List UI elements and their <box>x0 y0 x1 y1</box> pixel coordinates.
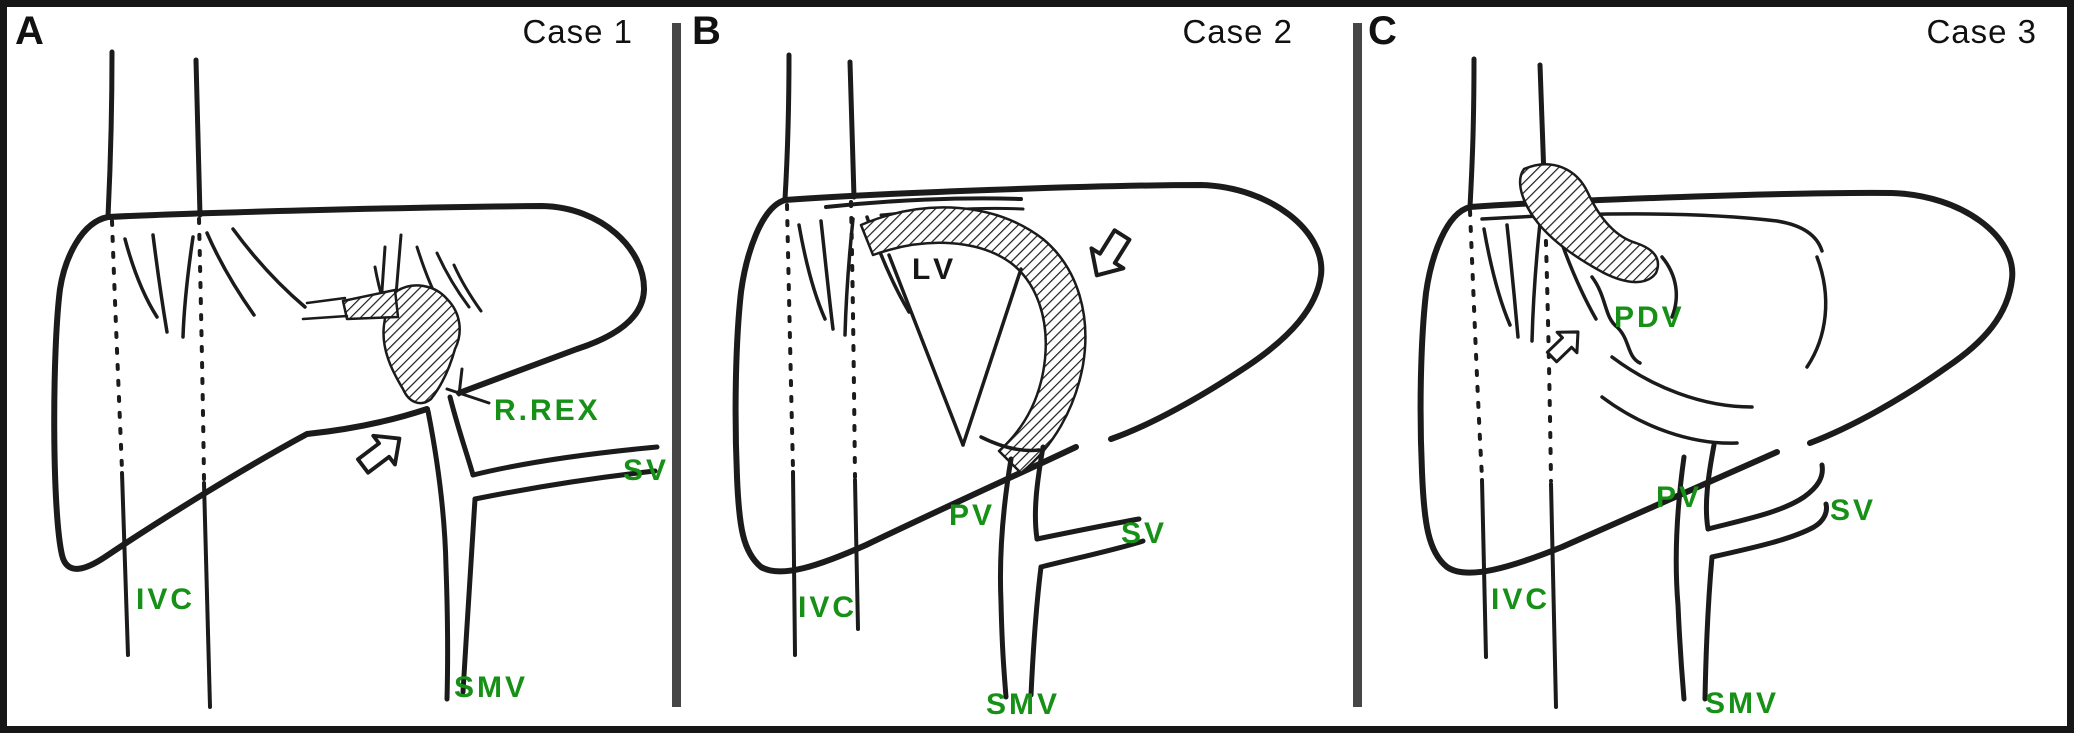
open-arrow-icon <box>1089 228 1132 278</box>
ivc-lines <box>785 200 860 657</box>
open-arrow-icon <box>356 433 402 475</box>
occluded-region-hatch <box>301 284 461 405</box>
panel-letter: A <box>15 9 44 53</box>
suprahepatic-ivc-lines <box>782 52 857 202</box>
occluded-region-hatch <box>1518 163 1660 284</box>
lv-triangle-lines <box>887 253 1023 447</box>
rrex-leader-line <box>445 367 491 405</box>
case-label: Case 1 <box>522 13 633 50</box>
panel-case-3: C Case 3 PDV PV SV IVC SMV <box>1362 7 2067 726</box>
label-sv: SV <box>1121 517 1168 550</box>
panel-divider <box>672 23 681 707</box>
portal-smv-sv-vessels <box>1673 442 1829 702</box>
label-rrex: R.REX <box>494 394 601 427</box>
liver-outline <box>51 203 648 572</box>
label-ivc: IVC <box>798 591 858 624</box>
portal-smv-sv-vessels <box>425 394 660 702</box>
liver-outline <box>1417 189 2016 576</box>
liver-portal-diagram-case3 <box>1417 56 2016 709</box>
suprahepatic-ivc-lines <box>105 49 203 220</box>
label-pdv: PDV <box>1614 301 1685 334</box>
occluded-region-hatch <box>859 206 1087 475</box>
open-arrow-icon <box>1545 330 1580 364</box>
case-label: Case 3 <box>1926 13 2037 50</box>
case-label: Case 2 <box>1182 13 1293 50</box>
label-ivc: IVC <box>136 583 196 616</box>
liver-portal-diagram-case1 <box>51 49 660 709</box>
label-ivc: IVC <box>1491 583 1551 616</box>
label-sv: SV <box>1830 494 1877 527</box>
panel-case-2: B Case 2 LV PV SV IVC SMV <box>681 7 1353 726</box>
label-pv: PV <box>1656 481 1703 514</box>
label-lv: LV <box>912 253 959 286</box>
label-sv: SV <box>623 454 670 487</box>
label-smv: SMV <box>986 688 1061 721</box>
panel-letter: C <box>1368 9 1397 53</box>
panel-letter: B <box>692 9 721 53</box>
hepatic-vein-lines <box>123 227 307 339</box>
label-smv: SMV <box>1705 687 1780 720</box>
panel-divider <box>1353 23 1362 707</box>
liver-portal-diagram-case2 <box>732 52 1325 700</box>
portal-smv-sv-vessels <box>979 435 1146 700</box>
ivc-lines <box>110 217 212 709</box>
panel-case-1: A Case 1 R.REX SV IVC SMV <box>7 7 672 726</box>
label-pv: PV <box>949 499 996 532</box>
label-smv: SMV <box>454 671 529 704</box>
